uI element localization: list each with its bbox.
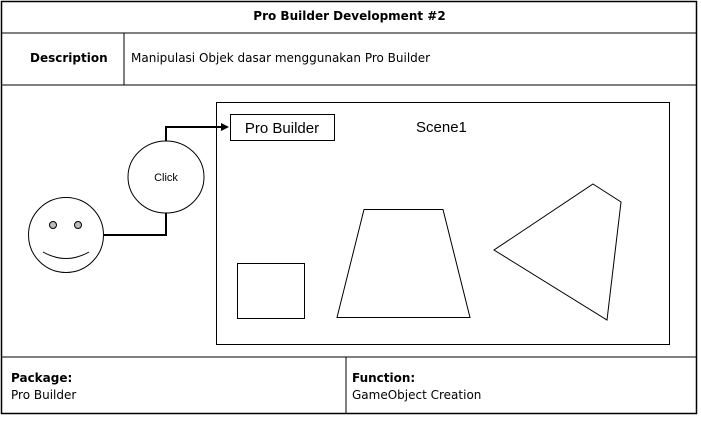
pro-builder-button-label: Pro Builder (245, 120, 319, 137)
page-title: Pro Builder Development #2 (253, 9, 446, 23)
pro-builder-button[interactable] (230, 114, 335, 141)
scene-label: Scene1 (416, 119, 467, 136)
package-value: Pro Builder (11, 388, 77, 402)
package-label: Package: (11, 371, 73, 385)
triangle-shape (493, 183, 622, 321)
function-value: GameObject Creation (352, 388, 482, 402)
function-label: Function: (352, 371, 416, 385)
trapezoid-shape (336, 209, 471, 318)
click-label: Click (154, 172, 178, 184)
description-value: Manipulasi Objek dasar menggunakan Pro B… (131, 51, 431, 65)
arrow-head-icon (221, 123, 229, 131)
actor-smiley-icon (28, 197, 104, 273)
arrow-line (165, 126, 222, 141)
description-label: Description (30, 51, 108, 65)
connector-line (104, 212, 167, 236)
scene-frame (216, 102, 670, 345)
rectangle-shape (237, 263, 305, 319)
